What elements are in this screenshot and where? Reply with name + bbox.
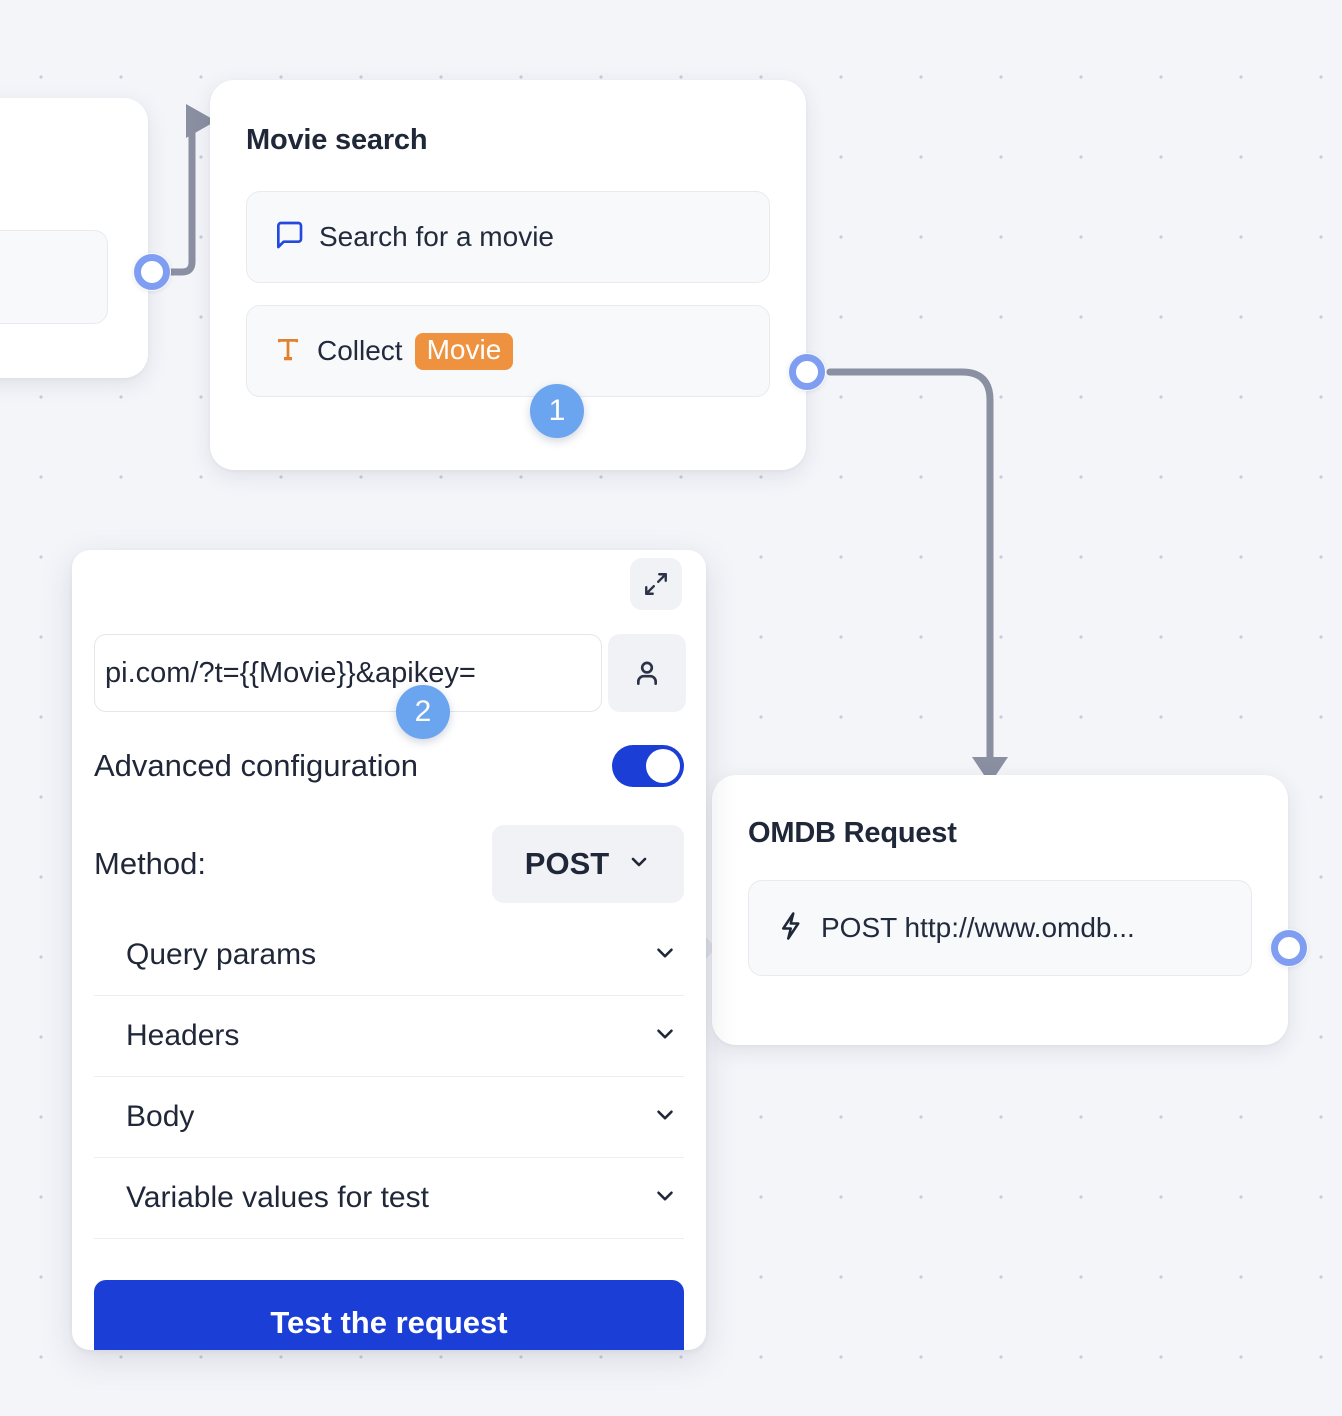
node-row-post-request[interactable]: POST http://www.omdb... [748, 880, 1252, 976]
step-badge-1: 1 [530, 384, 584, 438]
chevron-down-icon [627, 850, 651, 879]
accordion-label: Headers [126, 1019, 240, 1052]
advanced-configuration-row: Advanced configuration [94, 745, 684, 787]
accordion-item-variable-values-for-test[interactable]: Variable values for test [94, 1158, 684, 1239]
node-title: OMDB Request [748, 817, 957, 849]
accordion-label: Variable values for test [126, 1181, 429, 1214]
node-title: Movie search [246, 124, 428, 156]
method-select[interactable]: POST [492, 825, 684, 903]
expand-diagonal-icon-button[interactable] [630, 558, 682, 610]
advanced-configuration-label: Advanced configuration [94, 748, 419, 783]
url-row [94, 634, 686, 712]
text-type-icon [273, 334, 303, 369]
request-config-panel[interactable]: Advanced configuration Method: POST Quer… [72, 550, 706, 1350]
lightning-bolt-icon [777, 911, 807, 946]
chevron-down-icon [652, 1102, 678, 1133]
advanced-configuration-toggle[interactable] [612, 745, 684, 787]
variable-tag-movie[interactable]: Movie [414, 332, 514, 370]
message-icon [273, 219, 305, 256]
node-row-search-for-a-movie[interactable]: Search for a movie [246, 191, 770, 283]
accordion-item-query-params[interactable]: Query params [94, 915, 684, 996]
method-select-value: POST [524, 846, 610, 881]
accordion-item-body[interactable]: Body [94, 1077, 684, 1158]
accordion-item-headers[interactable]: Headers [94, 996, 684, 1077]
chevron-down-icon [652, 1183, 678, 1214]
method-row: Method: POST [94, 825, 684, 903]
node-row-label: Search for a movie [319, 221, 554, 252]
accordion-label: Query params [126, 938, 317, 971]
node-card-omdb-request[interactable]: OMDB Request POST http://www.omdb... [712, 775, 1288, 1045]
url-input[interactable] [94, 634, 602, 712]
node-row-label: Collect [317, 335, 403, 366]
connector-input-movie-search[interactable] [133, 253, 171, 291]
node-card-partial-left[interactable] [0, 98, 148, 378]
node-row[interactable] [0, 230, 108, 324]
node-row-collect-movie[interactable]: Collect Movie [246, 305, 770, 397]
node-row-label: POST http://www.omdb... [821, 912, 1135, 943]
test-the-request-button[interactable]: Test the request [94, 1280, 684, 1350]
person-icon-button[interactable] [608, 634, 686, 712]
accordion-label: Body [126, 1100, 195, 1133]
step-badge-2: 2 [396, 685, 450, 739]
node-card-movie-search[interactable]: Movie search Search for a movie Collect … [210, 80, 806, 470]
connector-output-omdb-request[interactable] [1270, 929, 1308, 967]
config-accordion: Query params Headers Body Variable value… [94, 915, 684, 1239]
connector-output-movie-search[interactable] [788, 353, 826, 391]
method-label: Method: [94, 846, 207, 881]
chevron-down-icon [652, 1021, 678, 1052]
chevron-down-icon [652, 940, 678, 971]
